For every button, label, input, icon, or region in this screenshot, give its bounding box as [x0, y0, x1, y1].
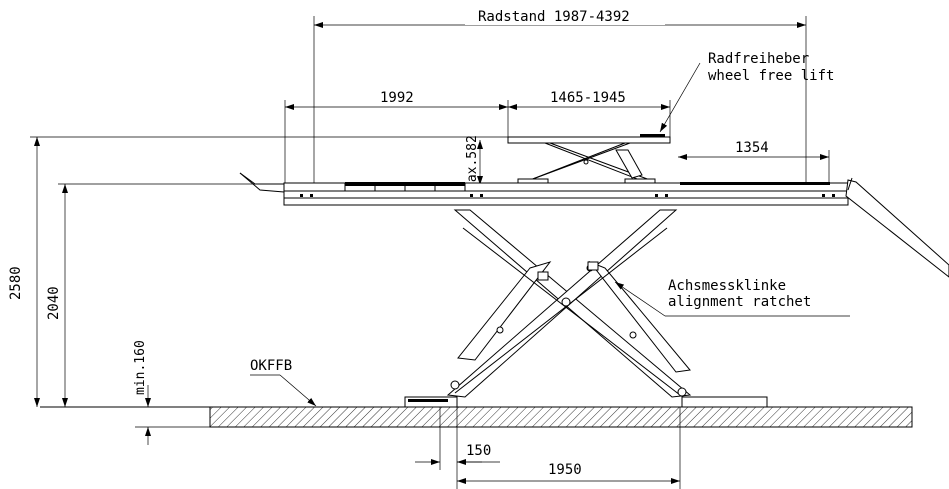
max582-label: max.582: [465, 135, 480, 190]
alignment-ratchet-callout: Achsmessklinke alignment ratchet: [614, 278, 850, 317]
floor: [40, 406, 913, 428]
d1950-label: 1950: [548, 462, 582, 478]
dimension-150: 150: [415, 407, 500, 489]
h2580-label: 2580: [8, 266, 24, 300]
dim-1354-label: 1354: [735, 140, 769, 156]
dimension-1354: 1354: [678, 140, 830, 185]
achsmessklinke-label: Achsmessklinke: [668, 278, 786, 294]
dim-1992-label: 1992: [380, 90, 414, 106]
rear-ramp: [845, 177, 949, 278]
h2040-label: 2040: [46, 286, 62, 320]
radfreiheber-label: Radfreiheber: [708, 51, 809, 67]
d150-label: 150: [466, 443, 491, 459]
dimension-1950: 1950: [457, 407, 681, 489]
wheelbase-label: Radstand 1987-4392: [478, 9, 630, 25]
min160-label: min.160: [133, 340, 148, 395]
dim-1465-label: 1465-1945: [550, 90, 626, 106]
dimension-2580: 2580: [8, 136, 510, 407]
wheel-free-lift-label: wheel free lift: [708, 68, 834, 84]
main-platform: [283, 182, 849, 206]
wheel-free-lift: [507, 134, 671, 184]
dimension-min160: min.160: [133, 340, 210, 445]
dimension-max582: max.582: [465, 135, 483, 190]
wheel-free-lift-callout: Radfreiheber wheel free lift: [659, 51, 834, 133]
wheelbase-dimension: Radstand 1987-4392: [313, 9, 807, 185]
okffb-callout: OKFFB: [250, 358, 317, 407]
base-plates: [404, 396, 768, 408]
okffb-label: OKFFB: [250, 358, 292, 374]
alignment-ratchet-label: alignment ratchet: [668, 294, 811, 310]
front-ramp: [239, 172, 285, 193]
scissor-mechanism: [446, 209, 692, 398]
dimension-1465-1945: 1465-1945: [508, 90, 671, 140]
dimension-2040: 2040: [46, 183, 284, 407]
